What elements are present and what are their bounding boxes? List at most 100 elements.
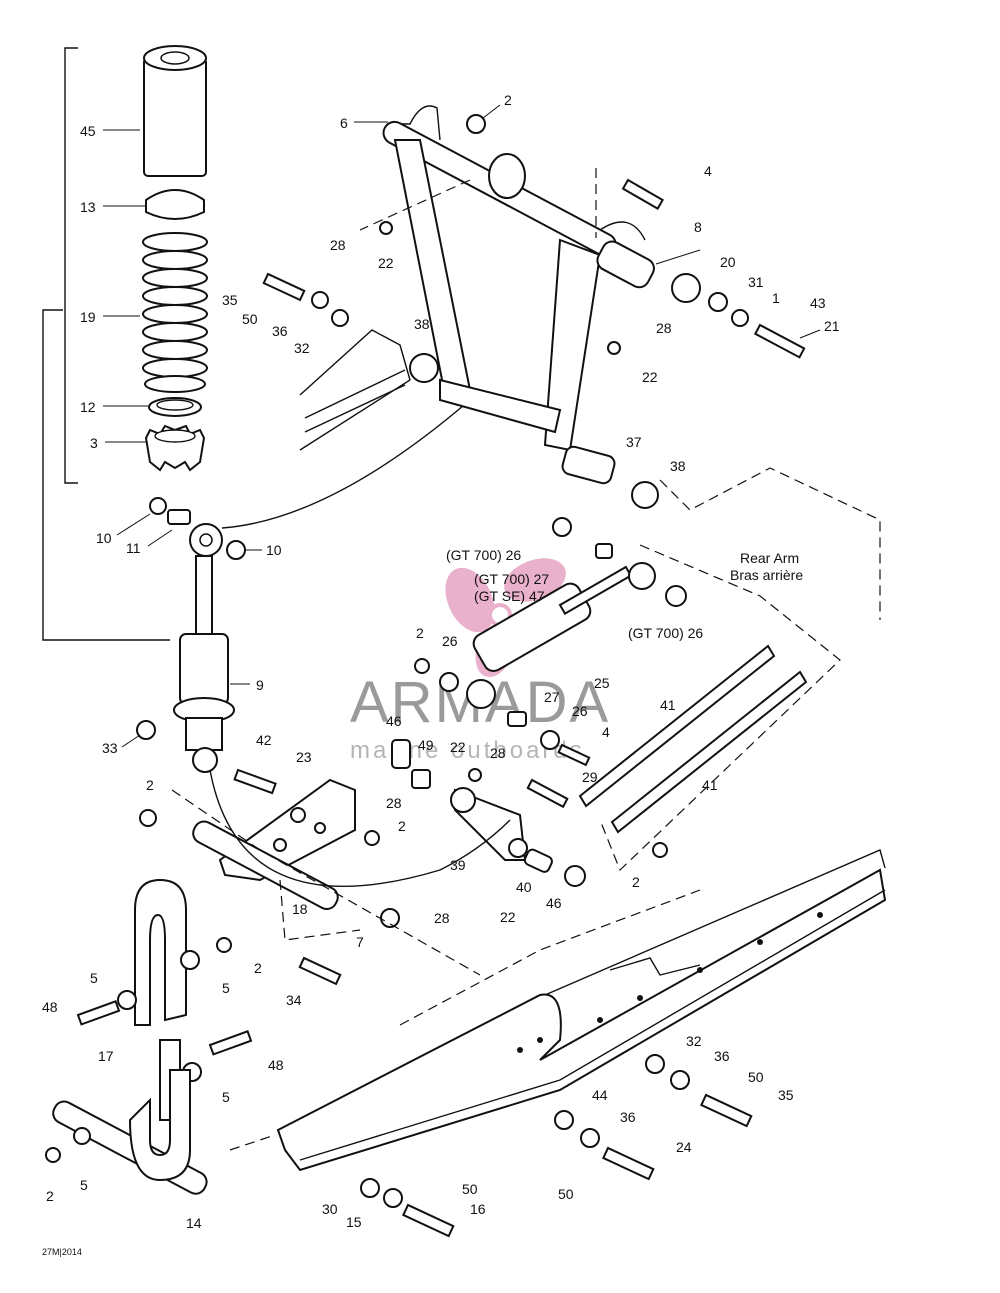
callout: 45 (80, 123, 96, 139)
callout: 34 (286, 992, 302, 1008)
callout: 26 (572, 703, 588, 719)
callout: 26 (442, 633, 458, 649)
callout: 28 (656, 320, 672, 336)
callout: 32 (686, 1033, 702, 1049)
callout: 37 (626, 434, 642, 450)
callout: 43 (810, 295, 826, 311)
callout: 42 (256, 732, 272, 748)
callout: 7 (356, 934, 364, 950)
caption-rear-arm-en: Rear Arm (740, 550, 799, 566)
callout: 18 (292, 901, 308, 917)
callout: 14 (186, 1215, 202, 1231)
callout: 50 (748, 1069, 764, 1085)
ring-12 (148, 397, 202, 417)
rear-arm-links-41 (578, 644, 808, 858)
callout: 12 (80, 399, 96, 415)
callout: 11 (126, 540, 141, 556)
callout: 35 (778, 1087, 794, 1103)
callout: 28 (386, 795, 402, 811)
rear-shock-25 (414, 517, 687, 767)
caption-rear-arm-fr: Bras arrière (730, 567, 803, 583)
callout: 22 (642, 369, 658, 385)
callout: 36 (620, 1109, 636, 1125)
callout: 17 (98, 1048, 114, 1064)
callout: 8 (694, 219, 702, 235)
callout: 36 (714, 1048, 730, 1064)
callout: 50 (558, 1186, 574, 1202)
callout: 31 (748, 274, 764, 290)
callout: 16 (470, 1201, 486, 1217)
callout: 21 (824, 318, 840, 334)
callout: 32 (294, 340, 310, 356)
callout: 49 (418, 737, 434, 753)
callout: 4 (602, 724, 610, 740)
frame-rail-piece (299, 329, 411, 451)
callout: 50 (462, 1181, 478, 1197)
callout: 25 (594, 675, 610, 691)
callout: 33 (102, 740, 118, 756)
callout: 2 (504, 92, 512, 108)
callout: 23 (296, 749, 312, 765)
callout: 30 (322, 1201, 338, 1217)
callout: 46 (546, 895, 562, 911)
caption-gtse-47: (GT SE) 47 (474, 588, 545, 604)
phantom-lines-lower (229, 1134, 276, 1151)
callout: 48 (268, 1057, 284, 1073)
slide-rail (276, 849, 887, 1238)
callout: 1 (772, 290, 780, 306)
callout: 39 (450, 857, 466, 873)
callout: 28 (330, 237, 346, 253)
phantom-lines-top (359, 168, 881, 620)
callout: 35 (222, 292, 238, 308)
leader-lines (103, 104, 821, 748)
spring-cover-45 (143, 45, 207, 177)
arm-17 (76, 878, 253, 1121)
callout: 5 (222, 980, 230, 996)
callout: 2 (416, 625, 424, 641)
callout: 2 (146, 777, 154, 793)
caption-gt700-26-right: (GT 700) 26 (628, 625, 703, 641)
callout: 3 (90, 435, 98, 451)
shaft-18 (192, 769, 511, 986)
watermark: ARMADA marine outboards (350, 558, 608, 764)
shaft-14 (45, 1069, 208, 1195)
callout: 28 (490, 745, 506, 761)
callout: 5 (80, 1177, 88, 1193)
callout: 46 (386, 713, 402, 729)
rocker-39 (391, 739, 586, 887)
callout: 13 (80, 199, 96, 215)
bolts-top (262, 114, 806, 359)
callout: 38 (670, 458, 686, 474)
callout: 10 (266, 542, 282, 558)
callout: 6 (340, 115, 348, 131)
callout: 19 (80, 309, 96, 325)
spring-19 (142, 232, 208, 393)
callout: 22 (500, 909, 516, 925)
callout: 41 (660, 697, 676, 713)
callout: 9 (256, 677, 264, 693)
callout: 28 (434, 910, 450, 926)
callout: 41 (702, 777, 718, 793)
spring-stopper-13 (145, 189, 205, 220)
callout-numbers: 45 13 19 12 3 10 11 10 9 33 6 2 4 8 20 3… (42, 92, 840, 1231)
callout: 22 (378, 255, 394, 271)
callout: 38 (414, 316, 430, 332)
callout: 22 (450, 739, 466, 755)
callout: 4 (704, 163, 712, 179)
callout: 2 (398, 818, 406, 834)
shock-absorber-9 (136, 399, 471, 773)
shock-assembly-bracket (42, 47, 170, 641)
callout: 24 (676, 1139, 692, 1155)
callout: 36 (272, 323, 288, 339)
callout: 27 (544, 689, 560, 705)
callout: 29 (582, 769, 598, 785)
caption-gt700-27: (GT 700) 27 (474, 571, 549, 587)
callout: 48 (42, 999, 58, 1015)
callout: 2 (254, 960, 262, 976)
front-arm-6 (382, 105, 659, 509)
callout: 2 (632, 874, 640, 890)
callout: 5 (222, 1089, 230, 1105)
drawing-code: 27M|2014 (42, 1247, 82, 1257)
callout: 2 (46, 1188, 54, 1204)
